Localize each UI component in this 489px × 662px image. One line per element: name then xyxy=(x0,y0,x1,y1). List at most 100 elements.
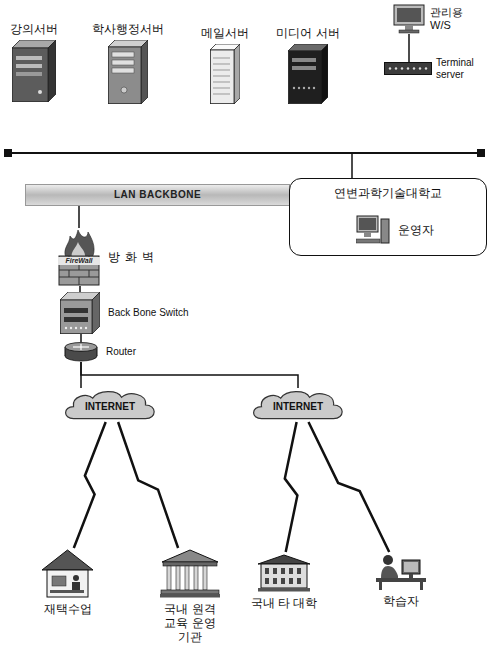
device-icon xyxy=(40,548,95,598)
graphic-part xyxy=(213,88,230,89)
graphic-part xyxy=(70,327,72,329)
label-box: 학습자 xyxy=(383,594,419,608)
graphic-part xyxy=(407,67,409,69)
graphic-part xyxy=(64,317,88,322)
graphic-part xyxy=(80,344,81,350)
graphic-part xyxy=(381,566,398,578)
device-label: Terminal server xyxy=(436,57,482,81)
device-icon xyxy=(210,44,240,104)
label-box: 국내 타 대학 xyxy=(251,596,318,610)
graphic-part xyxy=(281,578,285,584)
device-label: 학사행정서버 xyxy=(92,22,164,36)
graphic-part xyxy=(298,87,300,89)
graphic-part xyxy=(185,566,189,590)
graphic-part xyxy=(16,64,42,68)
graphic-part xyxy=(16,72,42,76)
graphic-part xyxy=(163,562,217,566)
device-label: 관리용 W/S xyxy=(430,6,474,32)
graphic-part xyxy=(321,44,328,104)
graphic-part xyxy=(419,67,421,69)
graphic-part xyxy=(385,63,432,75)
graphic-part xyxy=(213,82,230,83)
graphic-part xyxy=(210,50,234,104)
device-node: 재택수업 xyxy=(40,548,95,598)
graphic-part xyxy=(404,562,418,572)
graphic-part xyxy=(234,44,240,104)
graphic-part xyxy=(409,574,413,578)
network-link xyxy=(78,206,80,228)
device-icon xyxy=(12,40,56,102)
graphic-part xyxy=(356,239,380,243)
lightning-link xyxy=(118,422,178,548)
graphic-part xyxy=(112,68,134,73)
device-icon xyxy=(356,215,390,245)
graphic-part xyxy=(261,564,307,588)
graphic-part xyxy=(258,555,310,564)
network-link xyxy=(80,334,82,342)
device-label: 국내 원격교육 운영 기관 xyxy=(161,602,219,644)
graphic-part xyxy=(213,94,230,95)
graphic-part xyxy=(65,343,97,352)
graphic-part xyxy=(213,70,230,71)
internet-cloud: INTERNET xyxy=(250,388,346,422)
graphic-part xyxy=(364,232,371,237)
graphic-part xyxy=(292,58,316,62)
graphic-part xyxy=(66,392,155,419)
device-icon xyxy=(60,292,100,334)
graphic-part xyxy=(12,48,48,102)
graphic-part xyxy=(38,90,42,94)
graphic-part xyxy=(359,218,376,230)
graphic-part xyxy=(79,277,80,285)
band-text: LAN BACKBONE xyxy=(114,188,201,202)
graphic-part xyxy=(213,58,230,59)
graphic-part xyxy=(161,590,219,594)
device-node: 강의서버 xyxy=(12,40,56,102)
graphic-part xyxy=(167,566,171,590)
device-label: 메일서버 xyxy=(201,26,249,40)
backbone-band: LAN BACKBONE xyxy=(25,184,290,206)
label-box: 미디어 서버 xyxy=(276,26,339,40)
device-label: 학습자 xyxy=(383,594,419,608)
graphic-part xyxy=(420,582,423,590)
device-label: 재택수업 xyxy=(44,602,92,616)
device-node: Terminal server xyxy=(384,62,432,75)
lightning-link xyxy=(74,422,106,548)
device-icon xyxy=(392,4,426,34)
label-box: Back Bone Switch xyxy=(108,307,189,319)
frame-title: 연변과학기술대학교 xyxy=(290,186,486,200)
bus-end xyxy=(4,149,12,157)
graphic-part xyxy=(308,87,310,89)
device-label: 강의서버 xyxy=(10,22,58,36)
label-box: Terminal server xyxy=(436,57,482,81)
graphic-part xyxy=(381,219,389,243)
device-icon xyxy=(256,552,312,592)
graphic-part xyxy=(92,292,100,334)
graphic-part xyxy=(399,30,419,33)
label-box: 재택수업 xyxy=(44,602,92,616)
label-box: 국내 원격교육 운영 기관 xyxy=(161,602,219,644)
device-node: Back Bone Switch xyxy=(60,292,100,334)
graphic-part xyxy=(48,40,56,102)
graphic-part xyxy=(213,76,230,77)
graphic-part xyxy=(16,56,42,60)
graphic-part xyxy=(379,582,382,590)
graphic-part xyxy=(297,568,301,574)
graphic-part xyxy=(85,327,87,329)
network-link xyxy=(408,34,410,62)
device-node: 관리용 W/S xyxy=(392,4,426,34)
graphic-part xyxy=(194,566,198,590)
graphic-part xyxy=(402,560,420,574)
internet-cloud: INTERNET xyxy=(62,388,158,422)
graphic-part xyxy=(80,327,82,329)
device-node: 메일서버 xyxy=(210,44,240,104)
device-icon xyxy=(108,40,148,104)
graphic-part xyxy=(160,594,220,598)
bus-line xyxy=(8,152,482,154)
device-node: 미디어 서버 xyxy=(288,44,328,104)
device-label: Router xyxy=(106,346,136,358)
device-label: 미디어 서버 xyxy=(276,26,339,40)
device-icon xyxy=(384,62,432,75)
network-link xyxy=(81,362,298,388)
graphic-part xyxy=(395,67,397,69)
graphic-part xyxy=(73,575,79,581)
